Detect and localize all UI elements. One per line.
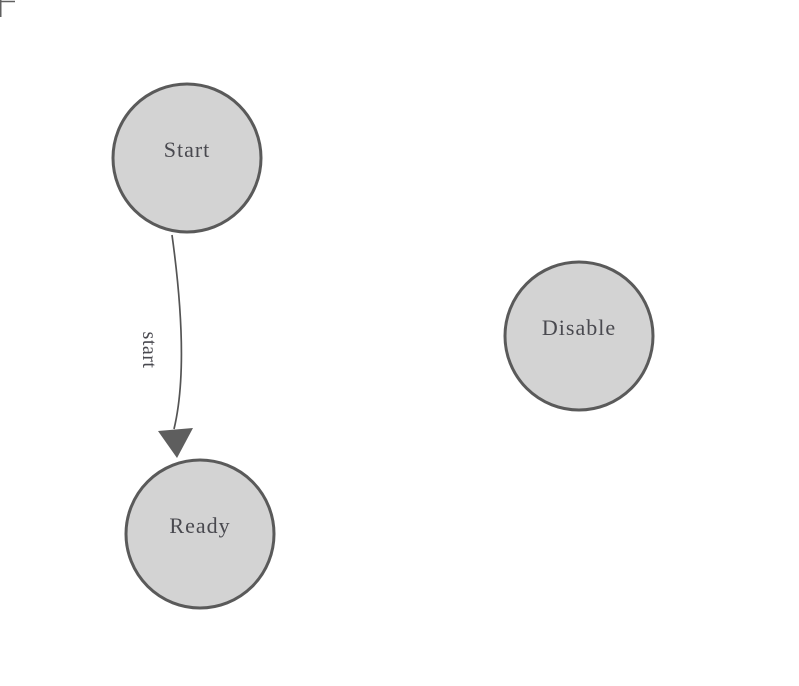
transition-start-to-ready[interactable]: start (138, 234, 193, 458)
transition-label: start (138, 332, 160, 369)
canvas-corner-mark (0, 0, 15, 17)
transition-arrowhead-icon (158, 428, 193, 458)
state-label-ready: Ready (169, 513, 230, 538)
state-label-start: Start (164, 137, 211, 162)
state-circle-start[interactable] (111, 82, 263, 234)
state-node-disable[interactable]: Disable (503, 260, 655, 412)
state-circle-disable[interactable] (503, 260, 655, 412)
state-label-disable: Disable (542, 315, 616, 340)
state-node-ready[interactable]: Ready (124, 458, 276, 610)
transition-path[interactable] (171, 234, 183, 430)
state-circle-ready[interactable] (124, 458, 276, 610)
state-node-start[interactable]: Start (111, 82, 263, 234)
